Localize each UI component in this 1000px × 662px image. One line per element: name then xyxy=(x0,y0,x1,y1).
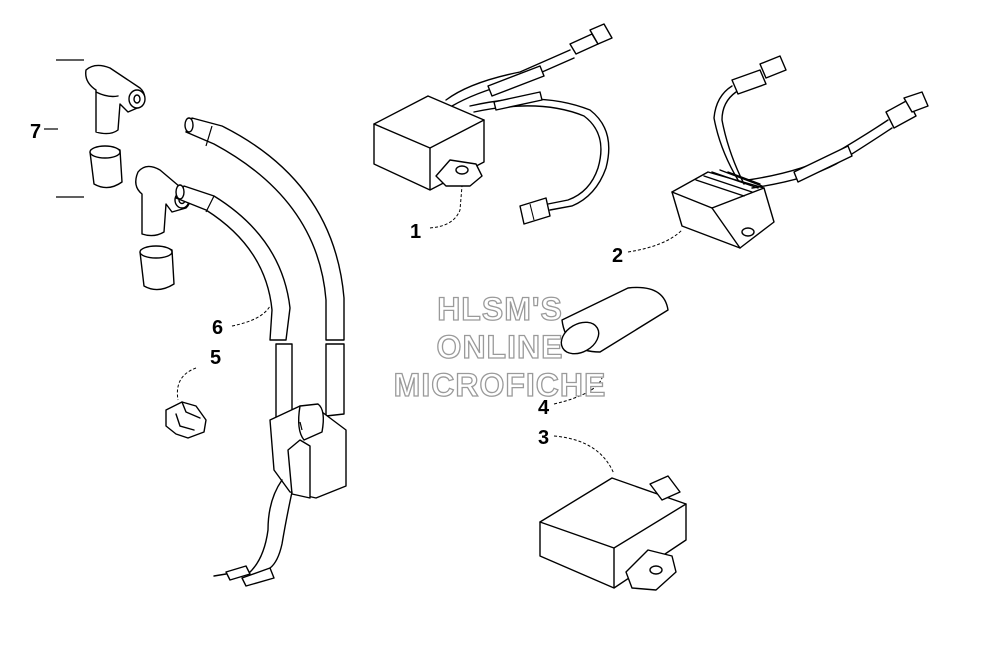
watermark-line-2: ONLINE xyxy=(437,329,564,365)
part-1-module xyxy=(373,95,485,191)
callout-6: 6 xyxy=(212,317,223,339)
watermark: HLSM'S ONLINE MICROFICHE xyxy=(393,290,607,403)
part-7-plug-cap-upper xyxy=(85,64,146,135)
callout-4: 4 xyxy=(538,397,550,419)
part-6-coil-body xyxy=(269,343,347,499)
part-2-harness xyxy=(713,55,929,189)
part-3-module xyxy=(539,475,687,591)
part-7-boot-upper xyxy=(89,145,123,189)
part-4-sleeve xyxy=(560,286,669,355)
part-2-regulator xyxy=(671,169,775,249)
part-7-bracket-lines xyxy=(44,59,84,198)
part-5-clip xyxy=(165,401,207,439)
watermark-line-1: HLSM'S xyxy=(437,291,563,327)
part-6-ht-lead-right xyxy=(184,117,345,341)
watermark-line-3: MICROFICHE xyxy=(394,367,607,403)
callout-2: 2 xyxy=(612,245,623,267)
callout-3: 3 xyxy=(538,427,549,449)
part-7-boot-lower xyxy=(139,245,175,291)
part-6-ht-lead-left xyxy=(175,184,291,341)
part-1-harness xyxy=(445,23,613,225)
callout-7: 7 xyxy=(30,121,41,143)
part-6-primary-wires xyxy=(213,479,293,587)
callout-5: 5 xyxy=(210,347,221,369)
leader-lines xyxy=(176,185,683,475)
callout-1: 1 xyxy=(410,221,421,243)
